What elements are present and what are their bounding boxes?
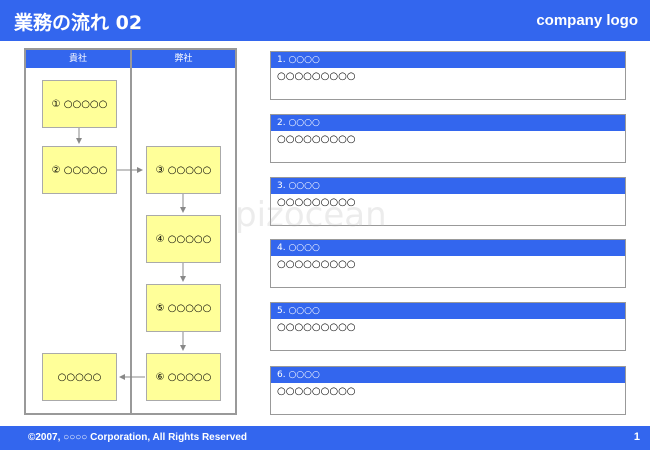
item-title: 6. ○○○○ bbox=[271, 367, 625, 383]
copyright-text: ©2007, ○○○○ Corporation, All Rights Rese… bbox=[28, 432, 247, 443]
swimlane-frame bbox=[24, 48, 237, 415]
item-body: ○○○○○○○○○ bbox=[277, 259, 356, 270]
item-body: ○○○○○○○○○ bbox=[277, 134, 356, 145]
item-box-3: 3. ○○○○ ○○○○○○○○○ bbox=[270, 177, 626, 226]
item-title: 2. ○○○○ bbox=[271, 115, 625, 131]
item-title: 4. ○○○○ bbox=[271, 240, 625, 256]
header-bar: 業務の流れ 02 company logo bbox=[0, 0, 650, 41]
item-box-5: 5. ○○○○ ○○○○○○○○○ bbox=[270, 302, 626, 351]
item-title: 5. ○○○○ bbox=[271, 303, 625, 319]
item-box-6: 6. ○○○○ ○○○○○○○○○ bbox=[270, 366, 626, 415]
item-body: ○○○○○○○○○ bbox=[277, 71, 356, 82]
company-logo: company logo bbox=[536, 12, 638, 29]
lane-header-company: 弊社 bbox=[132, 50, 235, 68]
item-title: 3. ○○○○ bbox=[271, 178, 625, 194]
item-box-4: 4. ○○○○ ○○○○○○○○○ bbox=[270, 239, 626, 288]
step-final-box: ○○○○○ bbox=[42, 353, 117, 401]
lane-header-client: 貴社 bbox=[26, 50, 130, 68]
footer-bar: ©2007, ○○○○ Corporation, All Rights Rese… bbox=[0, 426, 650, 450]
item-box-2: 2. ○○○○ ○○○○○○○○○ bbox=[270, 114, 626, 163]
step-3-box: ③ ○○○○○ bbox=[146, 146, 221, 194]
step-4-box: ④ ○○○○○ bbox=[146, 215, 221, 263]
lane-divider bbox=[130, 50, 132, 414]
page-title: 業務の流れ 02 bbox=[14, 12, 143, 34]
item-box-1: 1. ○○○○ ○○○○○○○○○ bbox=[270, 51, 626, 100]
step-1-box: ① ○○○○○ bbox=[42, 80, 117, 128]
step-2-box: ② ○○○○○ bbox=[42, 146, 117, 194]
item-body: ○○○○○○○○○ bbox=[277, 386, 356, 397]
item-body: ○○○○○○○○○ bbox=[277, 322, 356, 333]
item-title: 1. ○○○○ bbox=[271, 52, 625, 68]
step-6-box: ⑥ ○○○○○ bbox=[146, 353, 221, 401]
item-body: ○○○○○○○○○ bbox=[277, 197, 356, 208]
step-5-box: ⑤ ○○○○○ bbox=[146, 284, 221, 332]
page-number: 1 bbox=[633, 431, 640, 443]
